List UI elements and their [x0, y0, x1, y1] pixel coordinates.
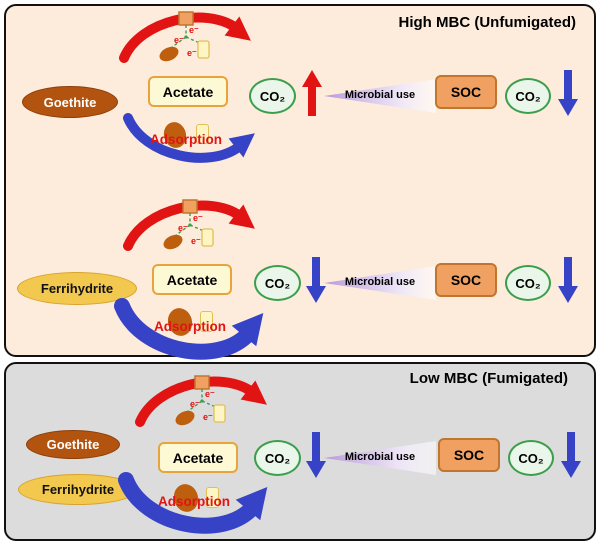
panel-high-mbc: High MBC (Unfumigated) e⁻ e⁻ e⁻ Goethite… — [4, 4, 596, 360]
microbial-uptake-arrow — [135, 376, 267, 427]
electron-label: e⁻ — [205, 389, 215, 399]
microbe-electron-cluster: e⁻ e⁻ e⁻ — [159, 11, 210, 62]
co2-badge: CO₂ — [505, 265, 551, 301]
electron-label: e⁻ — [187, 48, 197, 58]
acetate-box: Acetate — [148, 76, 228, 107]
microbial-uptake-arrow — [123, 200, 255, 251]
electron-label: e⁻ — [189, 25, 199, 35]
adsorbed-acetate-icon — [206, 487, 219, 508]
electron-label: e⁻ — [178, 223, 188, 233]
goethite-label: Goethite — [26, 430, 120, 459]
co2-down-arrow — [306, 432, 326, 478]
co2-badge: CO₂ — [508, 440, 554, 476]
electron-label: e⁻ — [193, 213, 203, 223]
adsorption-label: Adsorption — [154, 319, 226, 334]
electron-label: e⁻ — [174, 35, 184, 45]
adsorbed-acetate-icon — [200, 311, 213, 332]
microbial-use-label: Microbial use — [344, 451, 416, 463]
soc-box: SOC — [438, 438, 500, 472]
co2-badge: CO₂ — [249, 78, 296, 114]
co2-down-arrow — [558, 70, 578, 116]
acetate-molecule-icon — [201, 228, 214, 247]
ferrihydrite-label: Ferrihydrite — [18, 474, 138, 505]
adsorption-label: Adsorption — [158, 494, 230, 509]
microbial-use-wedge — [324, 266, 436, 300]
acetate-box: Acetate — [158, 442, 238, 473]
co2-down-arrow — [561, 432, 581, 478]
microbial-use-wedge — [324, 79, 436, 113]
microbe-electron-cluster: e⁻ e⁻ e⁻ — [163, 199, 214, 250]
microbial-use-wedge — [324, 441, 436, 475]
adsorption-arrow — [118, 472, 268, 534]
electron-transfer-dashes — [175, 213, 207, 236]
acetate-molecule-icon — [213, 404, 226, 423]
microbe-icon — [159, 46, 179, 62]
acetate-molecule-icon — [197, 40, 210, 59]
goethite-label: Goethite — [22, 86, 118, 118]
mineral-particle-icon — [178, 11, 194, 26]
soc-box: SOC — [435, 75, 497, 109]
panel-low-mbc: Low MBC (Fumigated) e⁻ e⁻ e⁻ Goethite Fe… — [4, 362, 596, 541]
microbe-icon — [163, 234, 183, 250]
electron-transfer-dashes — [187, 389, 219, 412]
co2-badge: CO₂ — [254, 440, 301, 476]
mineral-particle-icon — [194, 375, 210, 390]
electron-label: e⁻ — [190, 399, 200, 409]
panel-title: Low MBC (Fumigated) — [409, 370, 568, 387]
microbe-icon — [175, 410, 195, 426]
co2-badge: CO₂ — [254, 265, 301, 301]
adsorption-arrow — [123, 113, 255, 163]
ferrihydrite-label: Ferrihydrite — [17, 272, 137, 305]
electron-label: e⁻ — [203, 412, 213, 422]
acetate-box: Acetate — [152, 264, 232, 295]
electron-label: e⁻ — [191, 236, 201, 246]
co2-down-arrow — [558, 257, 578, 303]
soc-box: SOC — [435, 263, 497, 297]
co2-down-arrow — [306, 257, 326, 303]
co2-up-arrow — [302, 70, 322, 116]
adsorption-arrow — [114, 298, 264, 360]
mineral-particle-icon — [182, 199, 198, 214]
co2-badge: CO₂ — [505, 78, 551, 114]
microbial-use-label: Microbial use — [344, 276, 416, 288]
microbial-use-label: Microbial use — [344, 89, 416, 101]
panel-title: High MBC (Unfumigated) — [398, 14, 576, 31]
adsorbed-acetate-icon — [196, 124, 209, 144]
microbe-electron-cluster: e⁻ e⁻ e⁻ — [175, 375, 226, 426]
electron-transfer-dashes — [171, 25, 203, 48]
adsorption-label: Adsorption — [150, 132, 222, 147]
microbial-uptake-arrow — [119, 12, 251, 63]
